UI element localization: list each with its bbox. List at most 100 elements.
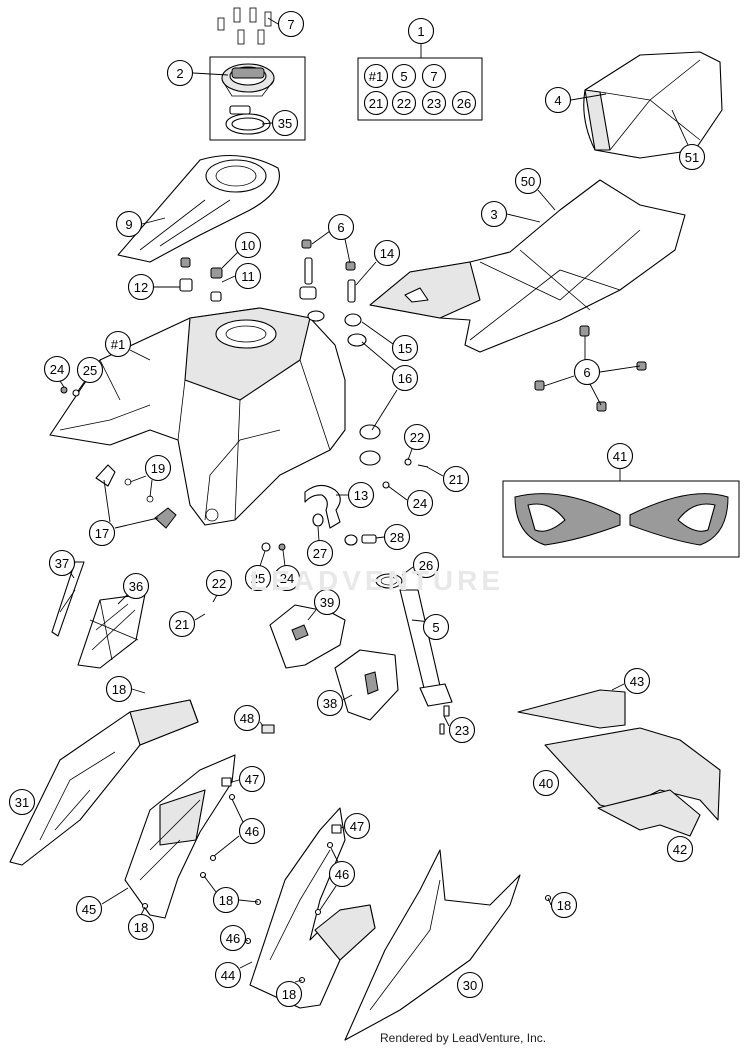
- callout-labels: 1234566791011121314151617181818181819212…: [8, 10, 706, 1008]
- callout-number: 5: [432, 620, 439, 635]
- callout-c42: 42: [666, 835, 694, 863]
- callout-c16: 16: [391, 364, 419, 392]
- washers-25-24-lower: [261, 542, 286, 552]
- callout-k7: 7: [421, 63, 447, 89]
- callout-circle: [623, 667, 651, 695]
- callout-number: 25: [251, 571, 265, 586]
- leader-line-c18e: [547, 897, 552, 906]
- callout-c44: 44: [214, 961, 242, 989]
- leader-line-c27: [317, 526, 320, 542]
- callout-c41: 41: [606, 442, 634, 470]
- callout-circle: [406, 489, 434, 517]
- callout-number: 30: [463, 978, 477, 993]
- callout-c46a: 46: [238, 817, 266, 845]
- callout-number: 23: [427, 96, 441, 111]
- callout-circle: [514, 167, 542, 195]
- callout-circle: [327, 213, 355, 241]
- callout-c24c: 24: [273, 564, 301, 592]
- callout-c38: 38: [316, 689, 344, 717]
- leader-line-c18a: [131, 688, 146, 694]
- callout-circle: [273, 564, 301, 592]
- callout-c19: 19: [144, 454, 172, 482]
- leader-lines: [59, 17, 689, 983]
- callout-circle: [421, 90, 447, 116]
- callout-number: 35: [278, 116, 292, 131]
- bracket-38: [334, 649, 399, 721]
- leader-line-c24a: [59, 380, 65, 388]
- rear-seat-4: [583, 51, 723, 159]
- rear-panel-30: [344, 849, 552, 1041]
- leader-line-c18c: [140, 906, 146, 916]
- kit-box: [357, 57, 483, 121]
- callout-number: 26: [457, 96, 471, 111]
- callout-circle: [456, 971, 484, 999]
- callout-circle: [234, 231, 262, 259]
- leader-line-c28: [375, 536, 385, 539]
- leader-line-c17: [114, 517, 159, 529]
- callout-ct1: #1: [104, 330, 132, 358]
- leader-line-c36: [117, 593, 129, 605]
- callout-circle: [678, 143, 706, 171]
- callout-number: 46: [226, 931, 240, 946]
- fuel-hose-13: [304, 484, 341, 529]
- leader-line-c16: [371, 389, 398, 431]
- leader-line-c22b: [212, 594, 218, 603]
- leader-line-c50: [537, 189, 556, 211]
- callout-number: 22: [410, 430, 424, 445]
- leader-line-c45: [101, 887, 129, 905]
- callout-number: 2: [176, 66, 183, 81]
- bracket-39: [269, 604, 346, 669]
- callout-number: 13: [354, 488, 368, 503]
- leader-line-c6a: [311, 230, 331, 245]
- leader-line-c51: [671, 109, 689, 146]
- callout-number: 9: [125, 217, 132, 232]
- leader-line-c21a: [426, 466, 444, 477]
- sticker-48: [261, 724, 275, 734]
- callout-number: #1: [369, 69, 383, 84]
- callout-number: 17: [95, 526, 109, 541]
- callout-c25b: 25: [244, 564, 272, 592]
- callout-number: 41: [613, 449, 627, 464]
- callout-k26: 26: [451, 90, 477, 116]
- callout-circle: [205, 569, 233, 597]
- callout-circle: [666, 835, 694, 863]
- callout-circle: [219, 924, 247, 952]
- callout-circle: [391, 63, 417, 89]
- tank-mount-hardware: [299, 239, 381, 466]
- callout-number: 19: [151, 461, 165, 476]
- leader-line-c37: [69, 571, 75, 579]
- leader-line-c25b: [259, 550, 266, 567]
- callout-c10: 10: [234, 231, 262, 259]
- callout-circle: [373, 239, 401, 267]
- callout-c7: 7: [277, 10, 305, 38]
- callout-c27: 27: [306, 539, 334, 567]
- washers-24-25-left: [60, 386, 80, 397]
- callout-circle: [275, 980, 303, 1008]
- callout-c18b: 18: [212, 886, 240, 914]
- callout-c6a: 6: [327, 213, 355, 241]
- callout-number: 45: [82, 902, 96, 917]
- callout-c6b: 6: [573, 358, 601, 386]
- leader-line-c16: [361, 341, 396, 371]
- callout-number: 4: [554, 93, 561, 108]
- leader-line-c24b: [387, 485, 408, 501]
- callout-c21b: 21: [168, 610, 196, 638]
- callout-number: 6: [337, 220, 344, 235]
- callout-circle: [122, 572, 150, 600]
- callout-circle: [544, 86, 572, 114]
- grommets-10-11-12: [179, 257, 223, 302]
- seat-bumpers-6: [534, 325, 647, 412]
- callout-circle: [480, 200, 508, 228]
- callout-number: 18: [219, 893, 233, 908]
- leader-line-ct1: [129, 349, 151, 361]
- callout-c18d: 18: [275, 980, 303, 1008]
- callout-k5: 5: [391, 63, 417, 89]
- callout-number: 36: [129, 579, 143, 594]
- callout-number: 47: [245, 772, 259, 787]
- callout-circle: [328, 860, 356, 888]
- callout-c46b: 46: [328, 860, 356, 888]
- callout-number: 3: [490, 207, 497, 222]
- callout-c18c: 18: [127, 913, 155, 941]
- leader-line-c46a: [213, 835, 240, 857]
